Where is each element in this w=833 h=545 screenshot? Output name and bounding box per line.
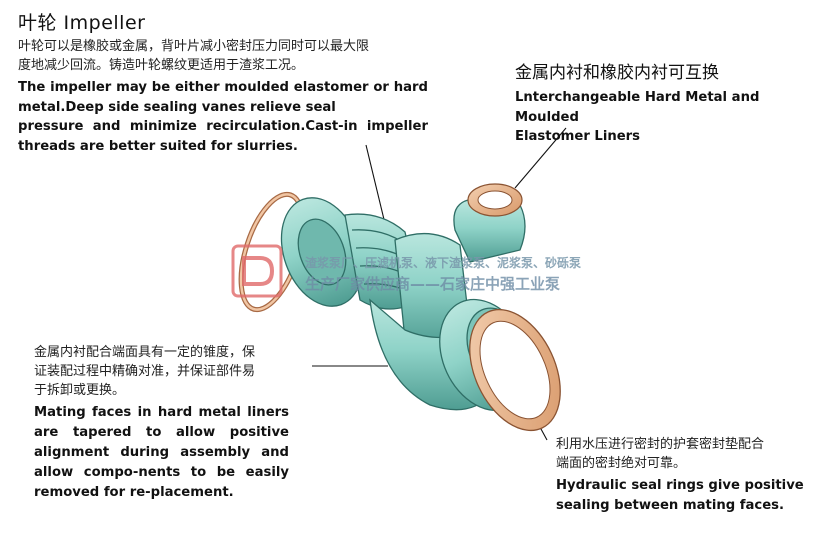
impeller-description-zh: 叶轮可以是橡胶或金属，背叶片减小密封压力同时可以最大限 度地减少回流。铸造叶轮螺… — [18, 37, 430, 75]
mating-en-line: Mating faces in hard metal liners — [34, 405, 289, 420]
liners-leader-line — [514, 127, 567, 189]
impeller-en-line: pressure and minimize recirculation.Cast… — [18, 119, 428, 134]
seal-en-line: Hydraulic seal rings give positive — [556, 478, 804, 493]
mating-en-line: removed for re-placement. — [34, 485, 234, 500]
liners-label-en: Lnterchangeable Hard Metal and Moulded E… — [515, 88, 815, 147]
impeller-zh-line: 度地减少回流。铸造叶轮螺纹更适用于渣浆工况。 — [18, 58, 305, 73]
discharge-seal-ring — [467, 183, 523, 217]
impeller-description-en: The impeller may be either moulded elast… — [18, 78, 428, 156]
impeller-en-line: threads are better suited for slurries. — [18, 138, 298, 154]
mating-zh-line: 于拆卸或更换。 — [34, 383, 126, 398]
watermark-line-1: 渣浆泵厂、压滤机泵、液下渣浆泵、泥浆泵、砂砾泵 — [305, 256, 582, 270]
mating-description-en: Mating faces in hard metal liners are ta… — [34, 403, 289, 503]
watermark-logo — [231, 244, 283, 298]
mating-zh-line: 金属内衬配合端面具有一定的锥度，保 — [34, 345, 256, 360]
seal-description-en: Hydraulic seal rings give positive seali… — [556, 476, 816, 515]
seal-zh-line: 端面的密封绝对可靠。 — [556, 456, 687, 471]
seal-zh-line: 利用水压进行密封的护套密封垫配合 — [556, 437, 765, 452]
page-title: 叶轮 Impeller — [18, 12, 146, 34]
mating-en-line: alignment during assembly and — [34, 445, 289, 460]
mating-en-line: are tapered to allow positive — [34, 425, 289, 440]
mating-description-zh: 金属内衬配合端面具有一定的锥度，保 证装配过程中精确对准，并保证部件易 于拆卸或… — [34, 343, 292, 400]
front-seal-ring — [469, 308, 561, 432]
liners-en-line: Lnterchangeable Hard Metal and Moulded — [515, 90, 760, 125]
mating-en-line: allow compo-nents to be easily — [34, 465, 289, 480]
liners-en-line: Elastomer Liners — [515, 129, 641, 144]
liners-label-zh: 金属内衬和橡胶内衬可互换 — [515, 63, 719, 83]
watermark-line-2: 生产厂家供应商——石家庄中强工业泵 — [305, 275, 561, 293]
impeller-en-line: metal.Deep side sealing vanes relieve se… — [18, 99, 336, 115]
impeller-en-line: The impeller may be either moulded elast… — [18, 80, 428, 95]
seal-description-zh: 利用水压进行密封的护套密封垫配合 端面的密封绝对可靠。 — [556, 435, 816, 473]
seal-en-line: sealing between mating faces. — [556, 497, 785, 513]
impeller-zh-line: 叶轮可以是橡胶或金属，背叶片减小密封压力同时可以最大限 — [18, 39, 370, 54]
mating-zh-line: 证装配过程中精确对准，并保证部件易 — [34, 364, 256, 379]
